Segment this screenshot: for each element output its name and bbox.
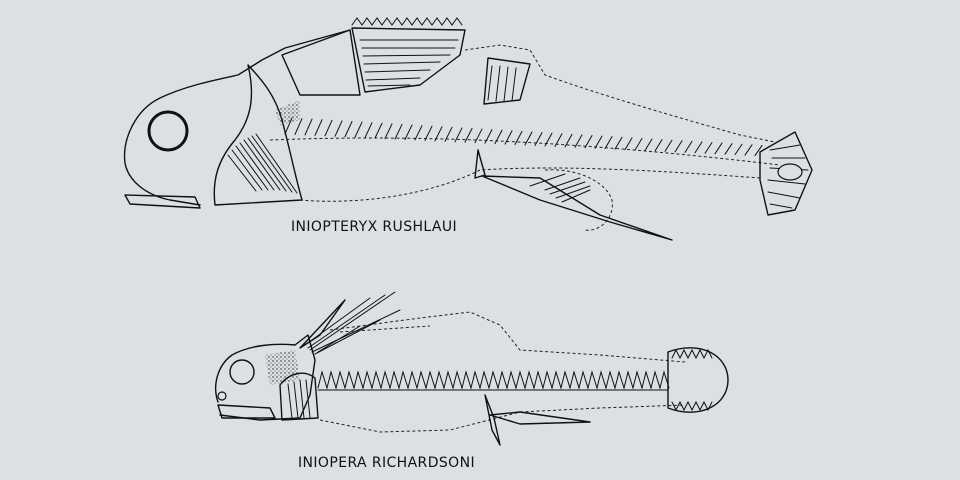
dorsal-fin-rays <box>299 291 401 355</box>
vertebral-spines <box>317 370 670 391</box>
nostril <box>217 391 227 401</box>
myomere-stroke <box>494 129 503 145</box>
myomere-stroke <box>444 126 453 142</box>
eye <box>147 110 189 152</box>
myomere-stroke <box>524 131 533 146</box>
pelvic-fin-spine <box>484 394 501 446</box>
myomere-stroke <box>294 118 303 135</box>
myomere-stroke <box>324 119 333 137</box>
myomere-stroke <box>374 122 383 139</box>
fish-iniopteryx-rushlaui <box>123 17 813 241</box>
myomere-stroke <box>504 130 513 145</box>
pelvic-fin <box>481 175 673 241</box>
myomere-stroke <box>454 127 463 143</box>
myomere-stroke <box>634 137 643 151</box>
pelvic-fin-outline <box>544 169 613 231</box>
myomere-stroke <box>684 140 693 153</box>
myomere-stroke <box>744 144 753 156</box>
operculum <box>213 64 303 206</box>
pectoral-rays <box>287 379 311 419</box>
myomere-stroke <box>554 133 563 147</box>
myomere-stroke <box>514 130 523 146</box>
head-outline <box>123 29 351 206</box>
myomere-stroke <box>674 140 683 153</box>
myomere-stroke <box>584 135 593 149</box>
myomere-stroke <box>604 136 613 150</box>
pelvic-fin-spine <box>474 149 486 179</box>
pelvic-fin <box>489 411 591 425</box>
pectoral-rays <box>227 133 298 194</box>
species-label-lower: INIOPERA RICHARDSONI <box>298 455 475 471</box>
second-dorsal-rays <box>487 65 517 102</box>
stipple-patch <box>275 100 300 125</box>
lower-jaw <box>124 194 201 209</box>
myomere-stroke <box>424 125 433 141</box>
myomere-stroke <box>754 144 763 157</box>
caudal-spot <box>777 163 803 181</box>
myomere-stroke <box>344 121 353 138</box>
myomere-stroke <box>724 143 733 155</box>
myomere-stroke <box>354 121 363 138</box>
myomere-stroke <box>714 142 723 155</box>
myomere-stroke <box>564 133 573 148</box>
myomere-stroke <box>734 143 743 156</box>
eye <box>229 359 255 385</box>
caudal-fin <box>667 347 729 413</box>
myomere-stroke <box>464 128 473 143</box>
caudal-fin-rays <box>671 348 713 412</box>
myomere-stroke <box>394 123 403 140</box>
body-outline <box>299 44 776 202</box>
caudal-fin <box>759 131 813 216</box>
myomere-stroke <box>704 142 713 154</box>
myomere-stroke <box>664 139 673 152</box>
head-outline <box>214 334 316 421</box>
operculum <box>279 372 319 421</box>
myomere-stroke <box>574 134 583 148</box>
myomere-stroke <box>414 125 423 141</box>
vertebral-column <box>269 137 781 166</box>
myomere-stroke <box>594 135 603 149</box>
body-outline <box>319 311 686 433</box>
myomere-stroke <box>534 132 543 146</box>
myomere-stroke <box>544 132 553 147</box>
myomere-stroke <box>474 128 483 144</box>
fish-iniopera-richardsoni <box>214 291 729 446</box>
lower-jaw <box>217 404 276 419</box>
myomere-stroke <box>434 126 443 142</box>
myomere-stroke <box>314 119 323 136</box>
myomeres <box>284 117 763 157</box>
dorsal-fin <box>351 27 466 93</box>
myomere-stroke <box>644 138 653 151</box>
head-stipple <box>265 350 300 385</box>
dorsal-line <box>339 325 431 333</box>
myomere-stroke <box>614 136 623 150</box>
cleithrum <box>281 29 361 96</box>
myomere-stroke <box>334 120 343 137</box>
myomere-stroke <box>384 123 393 140</box>
myomere-stroke <box>304 118 313 136</box>
myomere-stroke <box>694 141 703 154</box>
myomere-stroke <box>364 122 373 139</box>
pelvic-fin-rays <box>529 173 591 203</box>
myomere-stroke <box>404 124 413 140</box>
dorsal-spikes <box>351 17 463 26</box>
species-label-upper: INIOPTERYX RUSHLAUI <box>291 219 458 235</box>
myomere-stroke <box>654 139 663 152</box>
second-dorsal-element <box>483 57 531 105</box>
myomere-stroke <box>484 129 493 144</box>
myomere-stroke <box>624 137 633 151</box>
dorsal-fin-rays <box>359 39 459 87</box>
